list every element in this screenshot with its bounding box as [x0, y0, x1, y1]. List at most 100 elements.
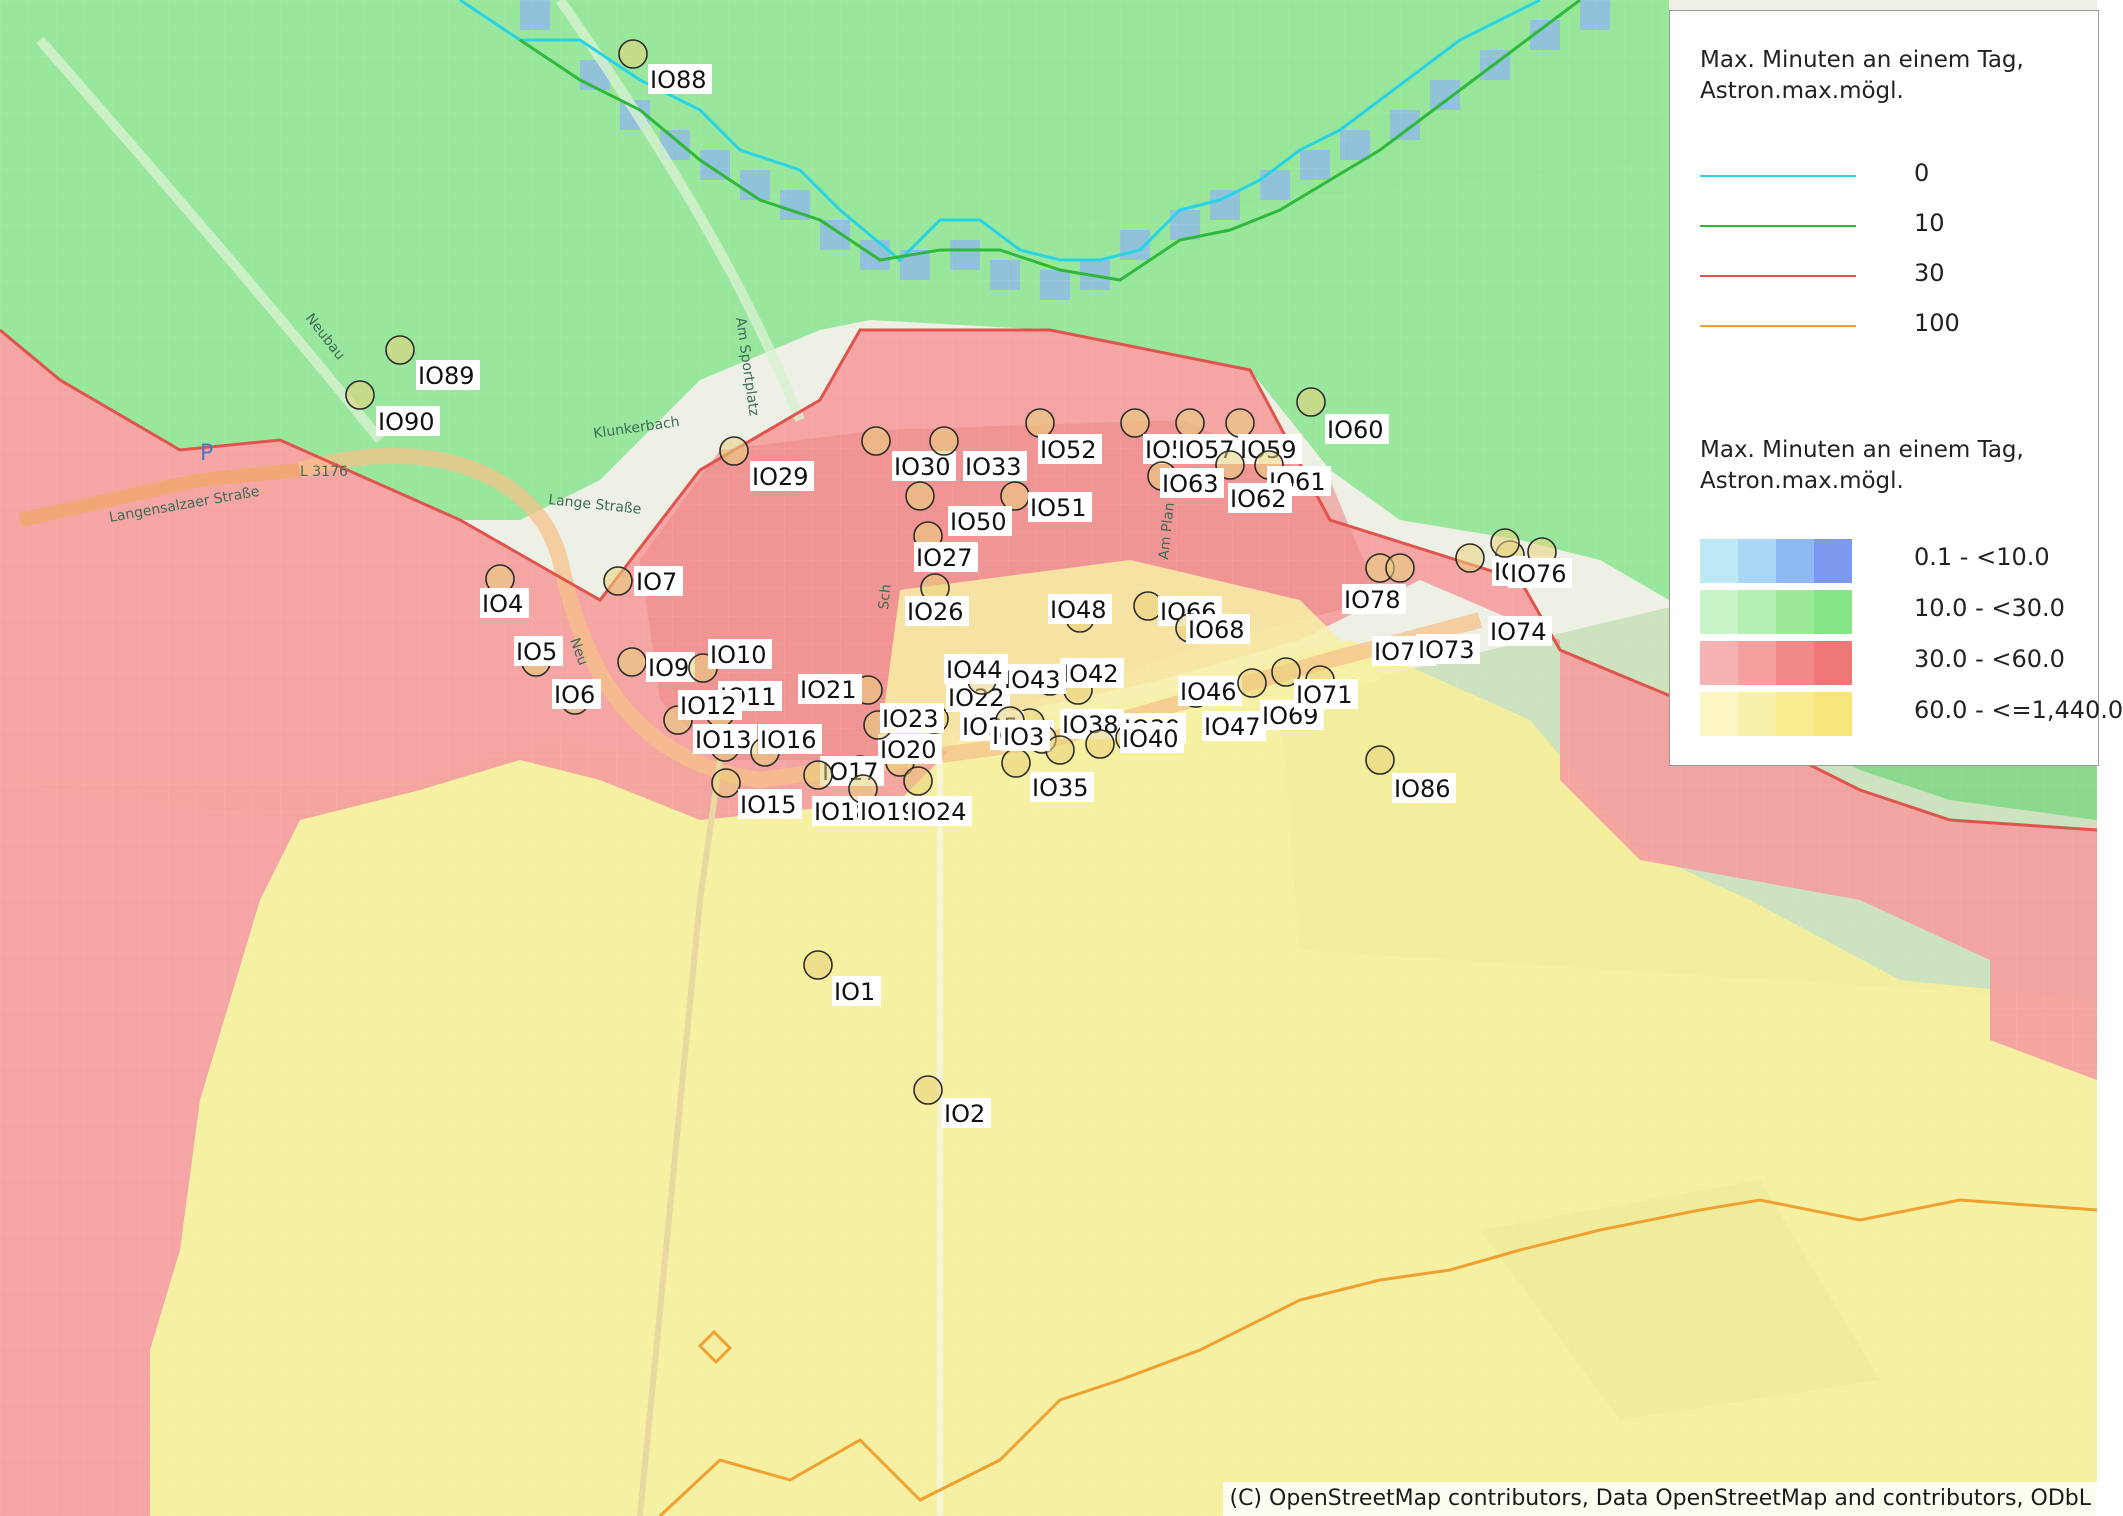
receptor-point[interactable] — [1025, 408, 1055, 438]
receptor-label-background — [1178, 676, 1242, 706]
receptor-label-background — [942, 1098, 991, 1128]
receptor-point[interactable] — [803, 760, 833, 790]
receptor-label-background — [648, 64, 712, 94]
receptor-point[interactable] — [1175, 408, 1205, 438]
receptor-label-background — [1001, 721, 1050, 751]
receptor-label-background — [514, 636, 563, 666]
receptor-label: IO2 — [944, 1100, 985, 1128]
receptor-label: IO35 — [1032, 774, 1089, 802]
receptor-point[interactable] — [1085, 729, 1115, 759]
receptor-label: IO86 — [1394, 775, 1451, 803]
receptor-point[interactable] — [1385, 553, 1415, 583]
receptor-label: IO44 — [946, 656, 1003, 684]
receptor-point[interactable] — [861, 426, 891, 456]
receptor-point[interactable] — [803, 950, 833, 980]
receptor-point[interactable] — [929, 426, 959, 456]
receptor-point[interactable] — [903, 766, 933, 796]
receptor-point[interactable] — [1001, 748, 1031, 778]
legend-area-swatch — [1700, 539, 1852, 583]
receptor-label-background — [1120, 723, 1184, 753]
receptor-point[interactable] — [1296, 387, 1326, 417]
receptor-label-background — [1325, 414, 1389, 444]
receptor-label: IO1 — [834, 978, 875, 1006]
street-label: P — [200, 441, 213, 466]
receptor-point[interactable] — [711, 768, 741, 798]
legend-line-label: 0 — [1914, 159, 1930, 187]
receptor-label-background — [708, 639, 772, 669]
receptor-label: IO74 — [1490, 618, 1547, 646]
receptor-label: IO30 — [894, 453, 951, 481]
receptor-point[interactable] — [1133, 591, 1163, 621]
receptor-point[interactable] — [1455, 543, 1485, 573]
receptor-point[interactable] — [1237, 668, 1267, 698]
receptor-label-background — [1488, 616, 1552, 646]
receptor-label-background — [832, 976, 881, 1006]
receptor-label-background — [914, 542, 978, 572]
receptor-label: IO90 — [378, 408, 435, 436]
receptor-label-background — [1002, 664, 1066, 694]
receptor-point[interactable] — [618, 39, 648, 69]
street-label: Am Plan — [1156, 502, 1178, 561]
receptor-label: IO88 — [650, 66, 707, 94]
receptor-label: IO62 — [1230, 485, 1287, 513]
receptor-label-background — [878, 734, 942, 764]
receptor-label: IO51 — [1030, 494, 1087, 522]
legend-area-label: 10.0 - <30.0 — [1914, 594, 2065, 622]
receptor-label: IO60 — [1327, 416, 1384, 444]
receptor-label-background — [552, 679, 601, 709]
contour-10 — [519, 0, 1581, 282]
receptor-point[interactable] — [1271, 657, 1301, 687]
receptor-label-background — [693, 724, 757, 754]
receptor-label: IO3 — [1003, 723, 1044, 751]
legend-area-label: 60.0 - <=1,440.0 — [1914, 696, 2123, 724]
receptor-point[interactable] — [617, 647, 647, 677]
receptor-point[interactable] — [1120, 408, 1150, 438]
receptor-label: IO7 — [636, 568, 677, 596]
receptor-label: IO4 — [482, 590, 523, 618]
receptor-label-background — [738, 789, 802, 819]
legend-line-label: 30 — [1914, 259, 1945, 287]
receptor-point[interactable] — [1225, 408, 1255, 438]
legend-area-3: 60.0 - <=1,440.0 — [1700, 692, 2123, 736]
legend-area-swatch — [1700, 692, 1852, 736]
receptor-label-background — [908, 796, 972, 826]
receptor-label: IO76 — [1510, 560, 1567, 588]
receptor-point[interactable] — [1000, 481, 1030, 511]
receptor-label: IO68 — [1188, 616, 1245, 644]
receptor-point[interactable] — [1365, 745, 1395, 775]
receptor-label-background — [1186, 614, 1250, 644]
receptor-label: IO19 — [860, 798, 917, 826]
legend-line-label: 10 — [1914, 209, 1945, 237]
receptor-label-background — [758, 724, 822, 754]
receptor-label-background — [646, 652, 695, 682]
receptor-label: IO27 — [916, 544, 973, 572]
receptor-label-background — [1202, 711, 1266, 741]
receptor-label: IO71 — [1296, 681, 1353, 709]
legend-line-swatch — [1700, 175, 1856, 177]
receptor-point[interactable] — [905, 481, 935, 511]
legend-area-0: 0.1 - <10.0 — [1700, 539, 2100, 583]
contour-0 — [459, 0, 1541, 263]
receptor-point[interactable] — [345, 380, 375, 410]
receptor-label: IO10 — [710, 641, 767, 669]
receptor-label: IO16 — [760, 726, 817, 754]
legend-line-100: 100 — [1700, 305, 2100, 349]
legend-area-1: 10.0 - <30.0 — [1700, 590, 2100, 634]
receptor-point[interactable] — [1490, 528, 1520, 558]
receptor-label: IO43 — [1004, 666, 1061, 694]
receptor-point[interactable] — [719, 436, 749, 466]
receptor-label: IO6 — [554, 681, 595, 709]
legend-area-swatch — [1700, 590, 1852, 634]
receptor-label: IO47 — [1204, 713, 1261, 741]
receptor-label: IO12 — [680, 692, 737, 720]
receptor-label-background — [416, 360, 480, 390]
receptor-point[interactable] — [913, 1075, 943, 1105]
receptor-label-background — [634, 566, 683, 596]
receptor-label-background — [1160, 468, 1224, 498]
receptor-label: IO63 — [1162, 470, 1219, 498]
receptor-point[interactable] — [385, 335, 415, 365]
receptor-point[interactable] — [603, 566, 633, 596]
receptor-point[interactable] — [1045, 735, 1075, 765]
